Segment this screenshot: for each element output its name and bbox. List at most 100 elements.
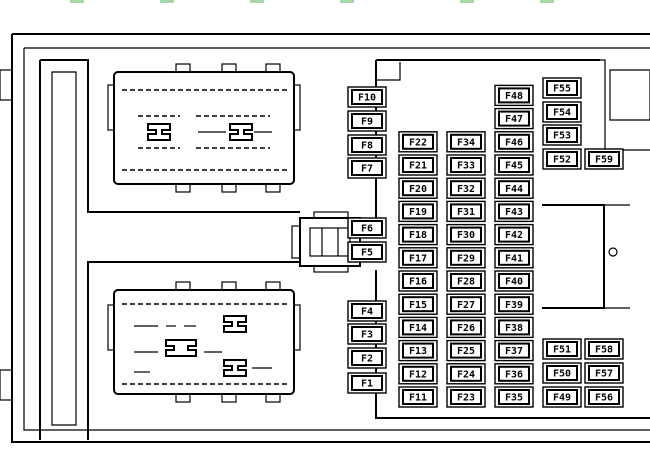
fuse-body: [546, 365, 578, 381]
fuse-f56: F56: [584, 386, 624, 408]
fuse-label: F29: [457, 253, 475, 264]
fuse-label: F47: [505, 114, 523, 125]
fuse-label: F35: [505, 393, 523, 404]
fuse-label: F37: [505, 346, 523, 357]
fuse-label: F51: [553, 345, 571, 356]
fuse-body: [498, 133, 530, 150]
fuse-body: [402, 203, 434, 220]
top-edge-mark: [460, 0, 474, 3]
fuse-f32: F32: [446, 177, 486, 199]
fuse-label: F45: [505, 161, 523, 172]
fuse-body: [546, 104, 578, 120]
fuse-body: [498, 157, 530, 173]
fuse-body: [351, 113, 383, 129]
fuse-f48: F48: [494, 84, 534, 107]
fuse-f52: F52: [542, 148, 582, 170]
fuse-body: [498, 296, 530, 313]
fuse-body: [402, 273, 434, 289]
fuse-label: F57: [595, 369, 613, 380]
fuse-label: F28: [457, 277, 475, 288]
fuse-label: F9: [361, 117, 373, 128]
fuse-f26: F26: [446, 316, 486, 339]
fuse-label: F24: [457, 369, 475, 380]
fuse-body: [546, 80, 578, 96]
fuse-body: [450, 342, 482, 359]
fuse-f28: F28: [446, 270, 486, 292]
fuse-label: F54: [553, 108, 571, 119]
top-edge-accents: [70, 0, 554, 3]
fuse-body: [351, 244, 383, 260]
fuse-body: [351, 160, 383, 176]
fuse-body: [402, 249, 434, 266]
fuse-f37: F37: [494, 339, 534, 362]
top-edge-mark: [340, 0, 354, 3]
fuse-body: [498, 319, 530, 336]
top-edge-mark: [70, 0, 84, 3]
fuse-label: F3: [361, 330, 373, 341]
fuse-label: F50: [553, 369, 571, 380]
fuse-body: [402, 342, 434, 359]
fuse-label: F25: [457, 346, 475, 357]
fuse-f6: F6: [347, 217, 387, 239]
top-edge-mark: [250, 0, 264, 3]
fuse-body: [450, 319, 482, 336]
fuse-label: F2: [361, 354, 373, 365]
fuse-label: F36: [505, 369, 523, 380]
fuse-f53: F53: [542, 124, 582, 146]
fuse-f39: F39: [494, 293, 534, 315]
fuse-f51: F51: [542, 338, 582, 360]
fuse-f3: F3: [347, 323, 387, 345]
fuse-body: [351, 350, 383, 366]
fuse-f5: F5: [347, 241, 387, 263]
fuse-label: F12: [409, 369, 427, 380]
fuse-body: [546, 389, 578, 405]
fuse-body: [498, 203, 530, 220]
fuse-body: [402, 319, 434, 336]
fuse-body: [450, 389, 482, 405]
fuse-body: [402, 365, 434, 382]
fuse-body: [588, 151, 620, 167]
fuse-f24: F24: [446, 363, 486, 385]
fuse-f57: F57: [584, 362, 624, 384]
fuse-label: F32: [457, 184, 475, 195]
fuse-body: [498, 365, 530, 382]
fuse-label: F22: [409, 137, 427, 148]
fuse-highlight: [450, 157, 482, 173]
fuse-body: [588, 365, 620, 381]
fuse-label: F52: [553, 155, 571, 166]
fuse-body: [402, 296, 434, 313]
fuse-label: F38: [505, 323, 523, 334]
fuse-body: [351, 375, 383, 391]
fuse-f25: F25: [446, 339, 486, 362]
fuse-label: F48: [505, 91, 523, 102]
fuse-label: F58: [595, 345, 613, 356]
fuse-body: [498, 226, 530, 243]
fuse-f45: F45: [494, 154, 534, 176]
fuse-body: [450, 203, 482, 220]
fuse-label: F40: [505, 277, 523, 288]
fuse-label: F19: [409, 207, 427, 218]
fuse-label: F11: [409, 393, 427, 404]
fuse-label: F55: [553, 84, 571, 95]
fuse-f50: F50: [542, 362, 582, 384]
fuse-f33: F33: [446, 154, 486, 176]
fuse-body: [498, 273, 530, 289]
fuse-f22: F22: [398, 131, 438, 153]
fuse-body: [546, 151, 578, 167]
fuse-body: [351, 303, 383, 319]
fuse-label: F41: [505, 253, 523, 264]
upper-relay-connector: [107, 63, 301, 193]
fuse-body: [402, 133, 434, 150]
fuse-f11: F11: [398, 386, 438, 408]
fuse-label: F34: [457, 137, 475, 148]
fuse-body: [450, 296, 482, 313]
fuse-f2: F2: [347, 347, 387, 369]
fuse-f31: F31: [446, 200, 486, 223]
fuse-body: [450, 226, 482, 243]
fuse-f41: F41: [494, 247, 534, 269]
fuse-label: F16: [409, 277, 427, 288]
fuse-label: F13: [409, 346, 427, 357]
fuse-label: F31: [457, 207, 475, 218]
fuse-label: F18: [409, 230, 427, 241]
